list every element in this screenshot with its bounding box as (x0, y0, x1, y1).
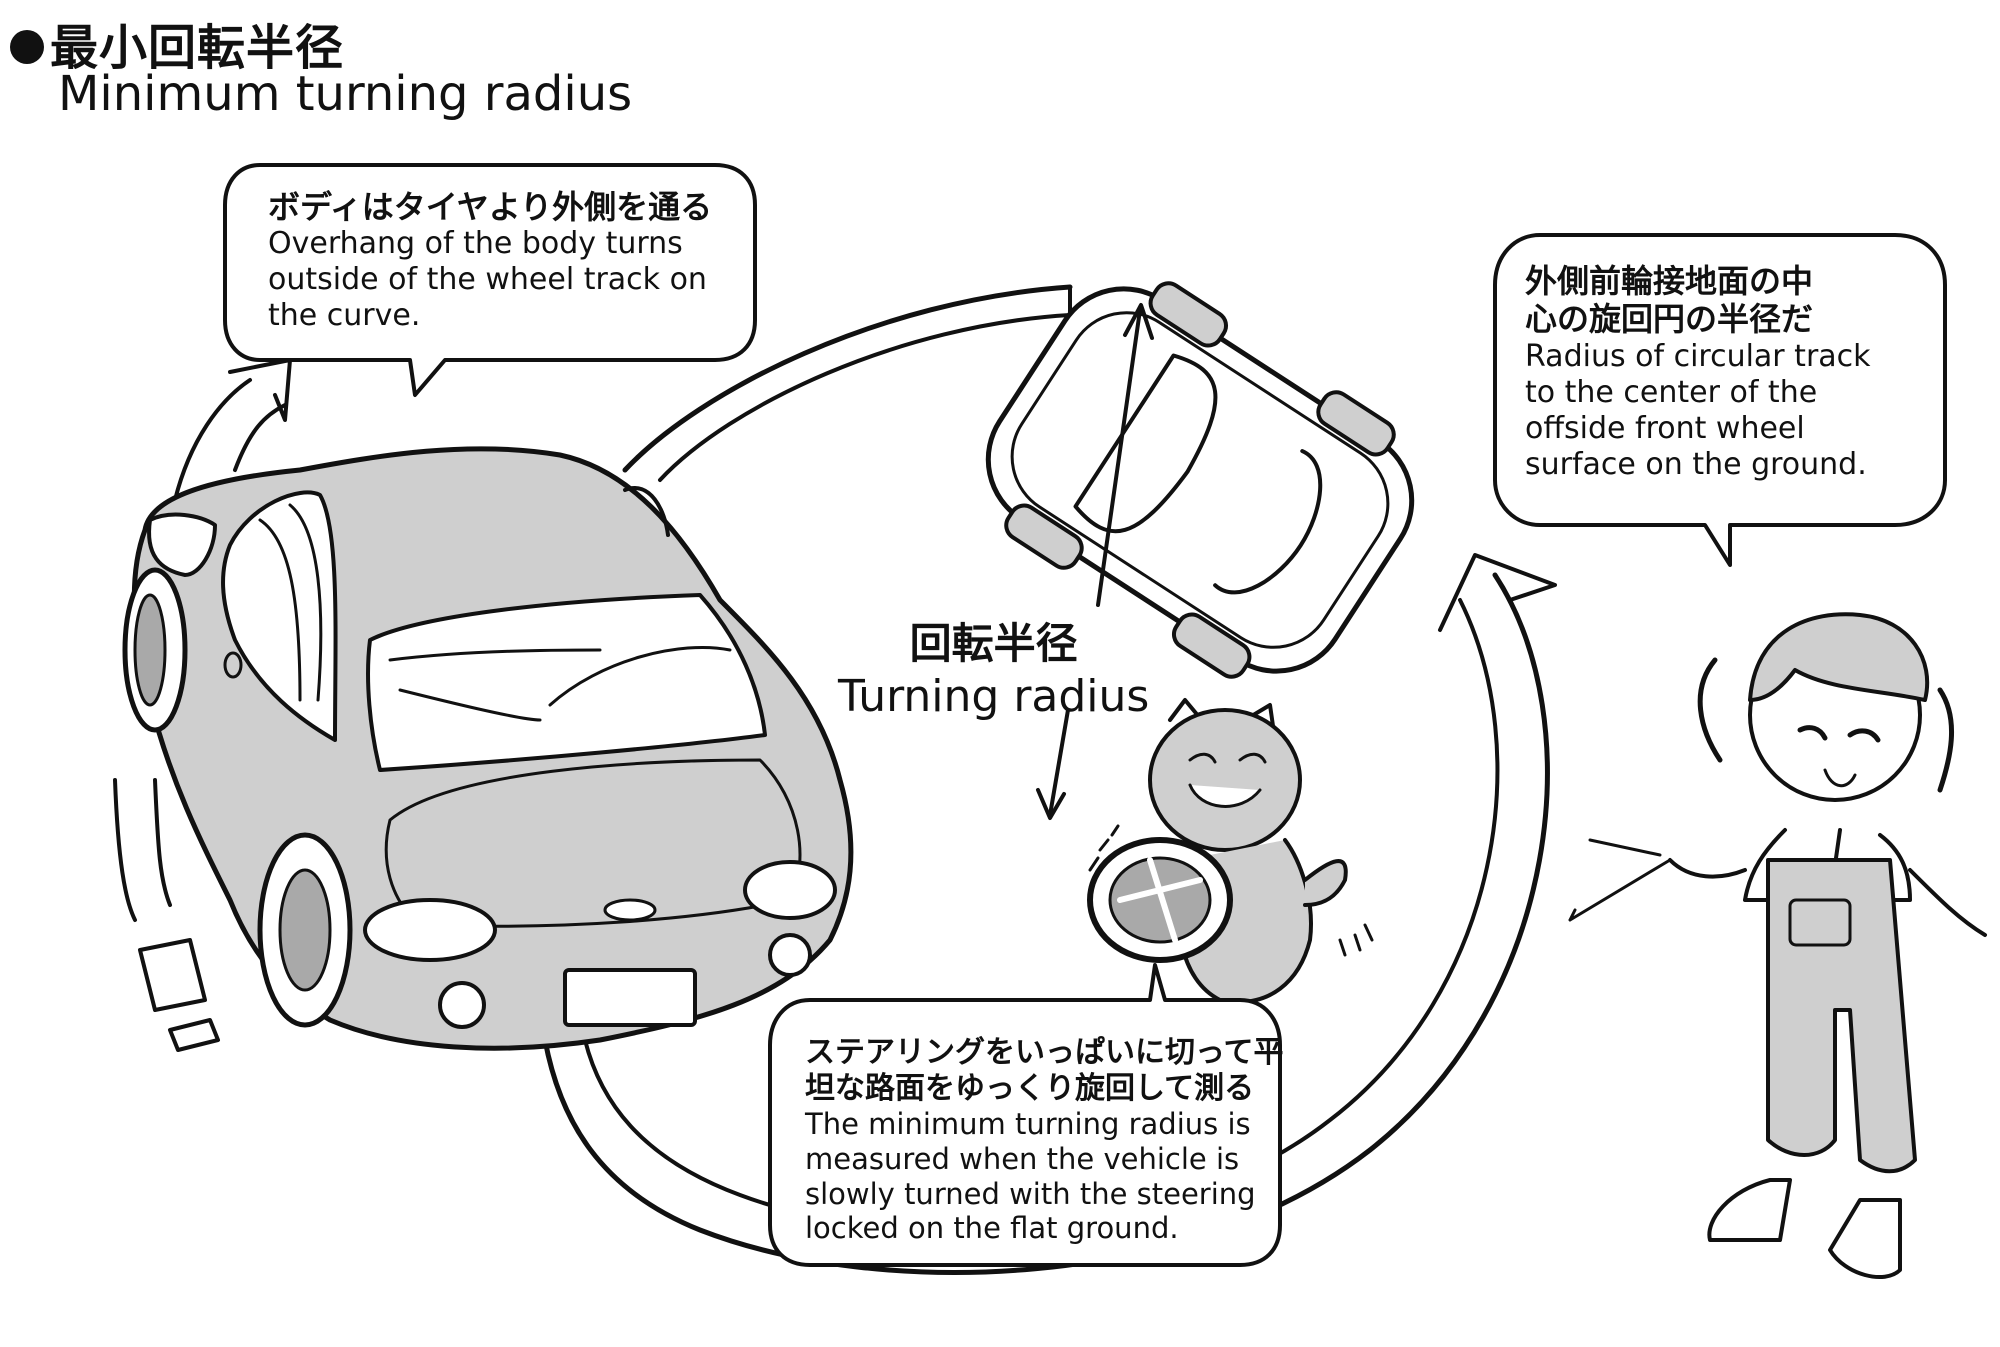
turning-radius-label-en: Turning radius (838, 671, 1150, 722)
turning-radius-label: 回転半径 Turning radius (838, 610, 1149, 722)
bubble-radius: 外側前輪接地面の中 心の旋回円の半径だ Radius of circular t… (1525, 262, 1871, 483)
overhang-arrow (113, 358, 292, 1052)
bubble-measure-en-line: The minimum turning radius is (805, 1107, 1251, 1141)
bubble-measure-en-line: locked on the flat ground. (805, 1211, 1179, 1246)
bubble-overhang-en-line: Overhang of the body turns (268, 226, 683, 262)
bubble-overhang: ボディはタイヤより外側を通る Overhang of the body turn… (268, 188, 712, 334)
bubble-radius-en-line: to the center of the (1525, 374, 1818, 410)
car-top-view (985, 281, 1415, 679)
bubble-overhang-en-line: outside of the wheel track on (268, 262, 707, 298)
title-jp-text: 最小回転半径 (50, 20, 345, 76)
page-title-en: Minimum turning radius (58, 66, 633, 122)
bubble-radius-jp-line: 外側前輪接地面の中 (1525, 262, 1814, 300)
car-perspective (122, 446, 854, 1051)
bubble-overhang-en-line: the curve. (268, 298, 421, 334)
turning-radius-label-jp: 回転半径 (909, 619, 1078, 668)
bubble-radius-en-line: Radius of circular track (1525, 338, 1871, 374)
bubble-measure-en-line: measured when the vehicle is (805, 1141, 1240, 1176)
cat-character (1087, 698, 1374, 1004)
bubble-measure: ステアリングをいっぱいに切って平 坦な路面をゆっくり旋回して測る The min… (805, 1035, 1284, 1246)
bubble-radius-jp-line: 心の旋回円の半径だ (1525, 300, 1814, 339)
bubble-overhang-jp: ボディはタイヤより外側を通る (268, 188, 713, 226)
bubble-radius-shape (1493, 233, 1947, 567)
bubble-measure-shape (768, 963, 1282, 1267)
girl-character (1568, 612, 1987, 1280)
bubble-measure-jp-line: ステアリングをいっぱいに切って平 (805, 1035, 1284, 1070)
bullet-dot (10, 30, 44, 64)
bubble-measure-jp-line: 坦な路面をゆっくり旋回して測る (805, 1071, 1255, 1106)
bubble-overhang-shape (223, 163, 757, 397)
bubble-radius-en-line: surface on the ground. (1525, 446, 1867, 482)
bubble-measure-en-line: slowly turned with the steering (805, 1176, 1256, 1211)
bubble-radius-en-line: offside front wheel (1525, 410, 1805, 446)
page-title-jp: 最小回転半径 (10, 8, 344, 78)
radius-arrows (1036, 303, 1154, 820)
